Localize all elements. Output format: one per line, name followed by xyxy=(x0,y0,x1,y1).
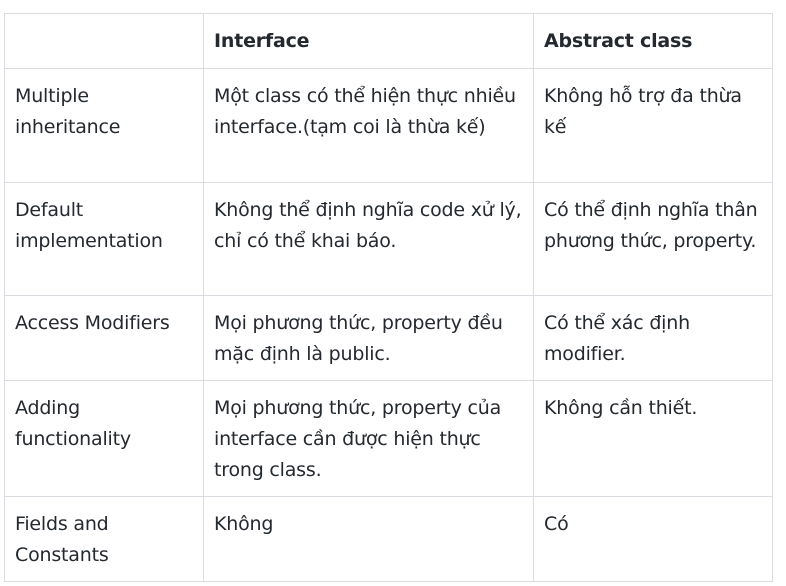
row-interface-cell: Mọi phương thức, property của interface … xyxy=(203,380,534,497)
row-abstract-class-cell: Có thể định nghĩa thân phương thức, prop… xyxy=(533,182,773,296)
row-interface-cell: Mọi phương thức, property đều mặc định l… xyxy=(203,295,534,381)
row-interface-cell: Không thể định nghĩa code xử lý, chỉ có … xyxy=(203,182,534,296)
row-feature-cell: Adding functionality xyxy=(4,380,204,497)
table-row: Adding functionality Mọi phương thức, pr… xyxy=(4,380,773,497)
header-cell-interface: Interface xyxy=(203,13,534,69)
row-feature-cell: Default implementation xyxy=(4,182,204,296)
table-row: Multiple inheritance Một class có thể hi… xyxy=(4,68,773,183)
table-row: Fields and Constants Không Có xyxy=(4,496,773,582)
row-abstract-class-cell: Không hỗ trợ đa thừa kế xyxy=(533,68,773,183)
row-feature-cell: Access Modifiers xyxy=(4,295,204,381)
row-abstract-class-cell: Có xyxy=(533,496,773,582)
row-abstract-class-cell: Có thể xác định modifier. xyxy=(533,295,773,381)
comparison-table: Interface Abstract class Multiple inheri… xyxy=(4,13,773,582)
row-interface-cell: Một class có thể hiện thực nhiều interfa… xyxy=(203,68,534,183)
table-row: Access Modifiers Mọi phương thức, proper… xyxy=(4,295,773,381)
row-feature-cell: Fields and Constants xyxy=(4,496,204,582)
header-cell-abstract-class: Abstract class xyxy=(533,13,773,69)
row-interface-cell: Không xyxy=(203,496,534,582)
row-abstract-class-cell: Không cần thiết. xyxy=(533,380,773,497)
table-header-row: Interface Abstract class xyxy=(4,13,773,69)
header-cell-empty xyxy=(4,13,204,69)
table-row: Default implementation Không thể định ng… xyxy=(4,182,773,296)
row-feature-cell: Multiple inheritance xyxy=(4,68,204,183)
comparison-table-wrapper: Interface Abstract class Multiple inheri… xyxy=(4,13,773,582)
